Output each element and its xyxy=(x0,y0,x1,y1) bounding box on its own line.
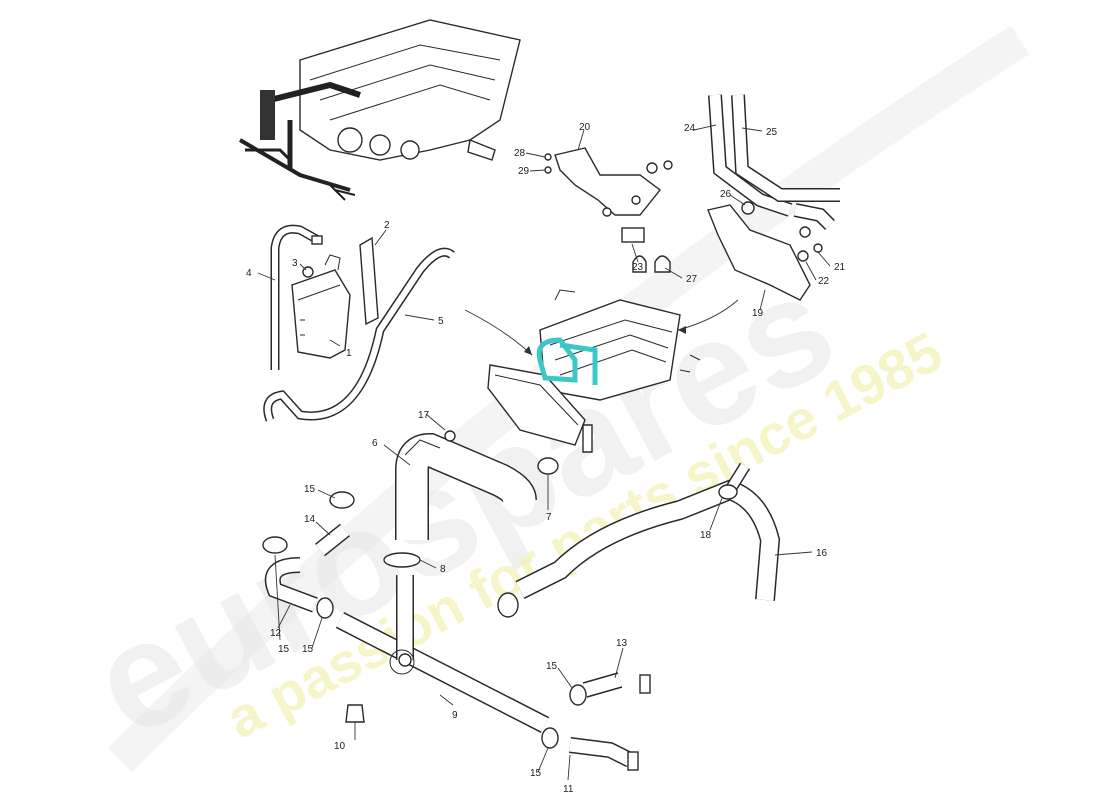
tank-bracket xyxy=(359,236,379,326)
arrow-left xyxy=(464,309,533,356)
callout-19: 19 xyxy=(752,308,764,319)
callout-7: 7 xyxy=(546,512,552,523)
bolt-21 xyxy=(813,243,823,253)
callout-12: 12 xyxy=(270,628,282,639)
callout-15c: 15 xyxy=(546,661,558,672)
washer-22 xyxy=(797,250,809,262)
ring-8 xyxy=(383,552,421,568)
callout-1: 1 xyxy=(346,348,352,359)
callout-15b: 15 xyxy=(302,644,314,655)
clamp-15-c xyxy=(316,597,334,619)
callout-25: 25 xyxy=(766,127,778,138)
clamp-15-a xyxy=(329,491,355,509)
cap-17 xyxy=(444,430,456,442)
washer xyxy=(646,162,658,174)
callout-24: 24 xyxy=(684,123,696,134)
stud-28 xyxy=(544,153,552,161)
callout-10: 10 xyxy=(334,741,346,752)
clip-23 xyxy=(621,227,645,243)
callout-2: 2 xyxy=(384,220,390,231)
bracket-19 xyxy=(707,204,811,301)
callout-17: 17 xyxy=(418,410,430,421)
plug-10 xyxy=(345,704,365,723)
washer-22a xyxy=(799,226,811,238)
pipes-24-25 xyxy=(708,94,840,230)
bolt xyxy=(663,160,673,170)
callout-15a: 15 xyxy=(304,484,316,495)
clamp-13 xyxy=(639,674,651,694)
intake-manifold-assembly xyxy=(487,289,701,453)
hose-5 xyxy=(263,247,455,422)
pipe-16 xyxy=(497,462,781,618)
leader-lines xyxy=(257,124,831,781)
callout-4: 4 xyxy=(246,268,252,279)
engine-overview-illustration xyxy=(238,19,521,201)
callout-20: 20 xyxy=(579,122,591,133)
callout-26: 26 xyxy=(720,189,732,200)
callouts: 1 2 3 4 5 6 7 8 9 10 11 12 13 14 15 15 1… xyxy=(246,122,846,795)
callout-28: 28 xyxy=(514,148,526,159)
pipe-9 xyxy=(335,575,550,734)
callout-21: 21 xyxy=(834,262,846,273)
callout-15e: 15 xyxy=(278,644,290,655)
clamp-11 xyxy=(627,751,639,771)
clamp-18 xyxy=(718,484,738,500)
callout-16: 16 xyxy=(816,548,828,559)
clamp-15-b xyxy=(262,536,288,554)
callout-15d: 15 xyxy=(530,768,542,779)
clamp-7 xyxy=(537,457,559,475)
pipe-6 xyxy=(395,432,537,540)
clamp-27 xyxy=(654,255,671,273)
callout-6: 6 xyxy=(372,438,378,449)
callout-13: 13 xyxy=(616,638,628,649)
callout-18: 18 xyxy=(700,530,712,541)
callout-22: 22 xyxy=(818,276,830,287)
callout-3: 3 xyxy=(292,258,298,269)
bracket-20 xyxy=(554,147,661,217)
expansion-tank xyxy=(291,254,351,359)
callout-11: 11 xyxy=(563,784,574,795)
callout-27: 27 xyxy=(686,274,698,285)
callout-9: 9 xyxy=(452,710,458,721)
callout-23: 23 xyxy=(632,262,644,273)
callout-29: 29 xyxy=(518,166,530,177)
nut-29 xyxy=(544,166,552,174)
callout-5: 5 xyxy=(438,316,444,327)
clamp-15-e xyxy=(541,727,559,749)
clamp-15-d xyxy=(569,684,587,706)
callout-14: 14 xyxy=(304,514,316,525)
callout-8: 8 xyxy=(440,564,446,575)
